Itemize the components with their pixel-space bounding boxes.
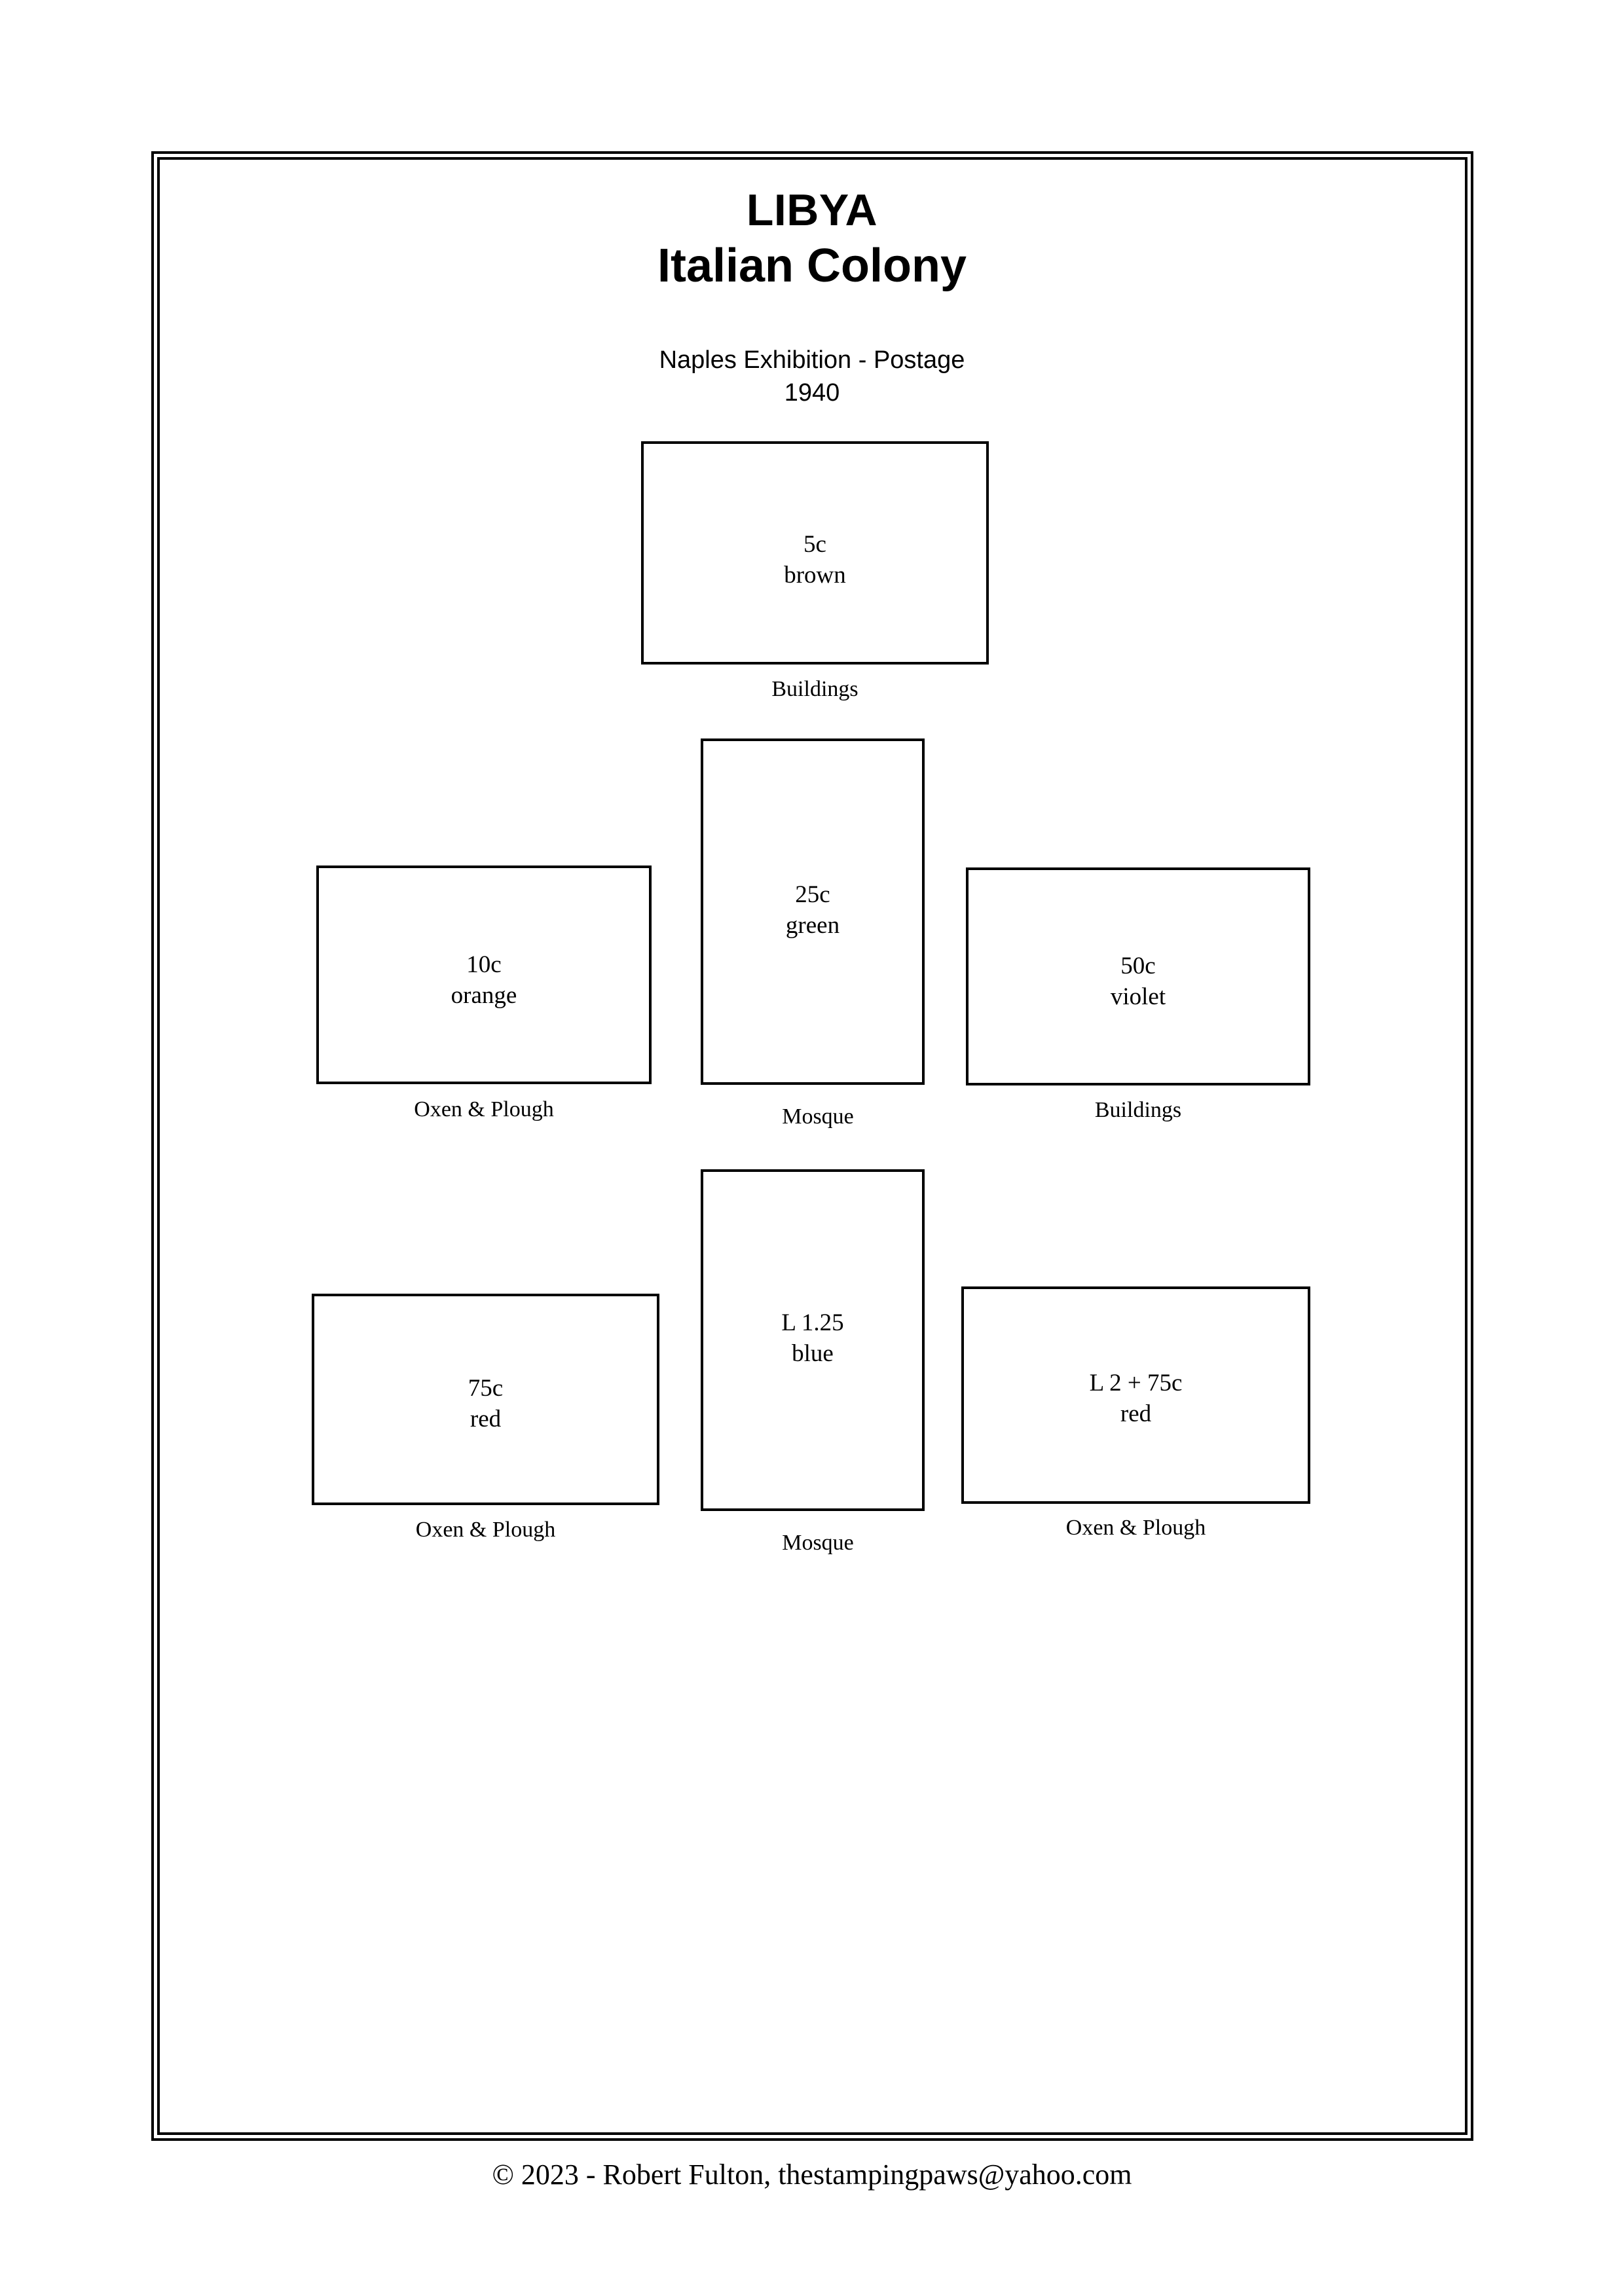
stamp-denomination: 5c [803, 531, 826, 558]
stamp-label-l2-75c-red: L 2 + 75c red [964, 1368, 1308, 1430]
stamp-caption-25c-green: Mosque [782, 1104, 854, 1129]
stamp-denomination: L 1.25 [781, 1309, 844, 1336]
stamp-space-75c-red[interactable]: 75c red [312, 1294, 659, 1505]
stamp-color-name: green [785, 912, 840, 939]
page-title-colony: Italian Colony [657, 240, 967, 292]
stamp-label-l125-blue: L 1.25 blue [703, 1307, 922, 1370]
stamp-color-name: brown [784, 562, 846, 589]
stamp-denomination: 75c [468, 1375, 504, 1402]
stamp-color-name: red [1120, 1400, 1152, 1428]
stamp-caption-l125-blue: Mosque [782, 1531, 854, 1555]
album-page-border [151, 151, 1473, 2141]
stamp-denomination: L 2 + 75c [1089, 1370, 1183, 1396]
stamp-space-50c-violet[interactable]: 50c violet [966, 867, 1310, 1085]
album-page-inner-border [157, 157, 1467, 2135]
stamp-color-name: violet [1110, 983, 1166, 1011]
stamp-label-75c-red: 75c red [314, 1373, 657, 1435]
stamp-caption-10c-orange: Oxen & Plough [414, 1097, 554, 1121]
stamp-color-name: orange [451, 982, 517, 1010]
stamp-space-10c-orange[interactable]: 10c orange [316, 866, 652, 1084]
stamp-caption-50c-violet: Buildings [1094, 1098, 1182, 1122]
stamp-label-10c-orange: 10c orange [319, 949, 649, 1011]
stamp-label-25c-green: 25c green [703, 879, 922, 941]
stamp-label-50c-violet: 50c violet [969, 951, 1308, 1013]
stamp-denomination: 10c [466, 951, 502, 978]
issue-subtitle: Naples Exhibition - Postage 1940 [0, 344, 1624, 409]
stamp-space-5c-brown[interactable]: 5c brown [641, 441, 989, 665]
stamp-space-l2-75c-red[interactable]: L 2 + 75c red [961, 1286, 1310, 1504]
stamp-caption-5c-brown: Buildings [771, 677, 858, 701]
copyright-footer: © 2023 - Robert Fulton, thestampingpaws@… [492, 2159, 1132, 2191]
stamp-label-5c-brown: 5c brown [644, 529, 986, 591]
stamp-space-25c-green[interactable]: 25c green [701, 738, 925, 1085]
stamp-space-l125-blue[interactable]: L 1.25 blue [701, 1169, 925, 1511]
stamp-denomination: 50c [1120, 953, 1156, 979]
stamp-color-name: blue [792, 1340, 834, 1368]
stamp-denomination: 25c [795, 881, 830, 908]
stamp-caption-l2-75c-red: Oxen & Plough [1065, 1516, 1206, 1540]
stamp-color-name: red [470, 1406, 502, 1433]
stamp-caption-75c-red: Oxen & Plough [415, 1518, 556, 1542]
issue-title: Naples Exhibition - Postage [659, 346, 965, 374]
page-title-country: LIBYA [746, 185, 878, 235]
issue-year: 1940 [784, 379, 840, 407]
